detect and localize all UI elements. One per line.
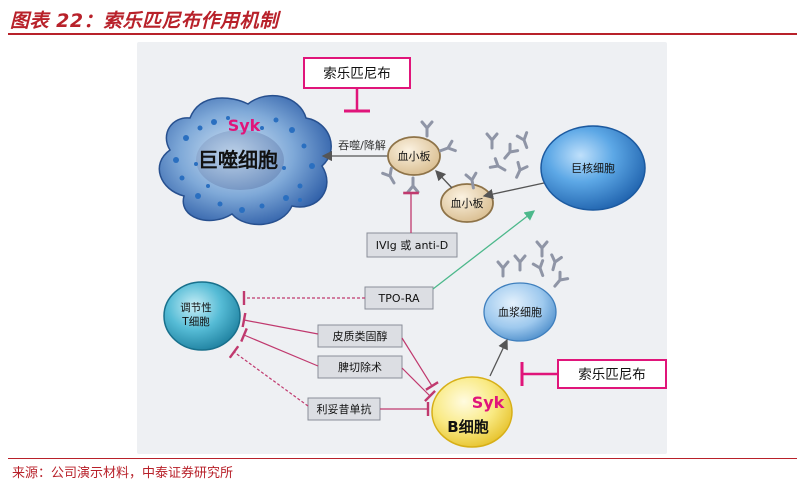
- splenectomy-label: 脾切除术: [338, 360, 382, 374]
- drug-box-top: 索乐匹尼布: [303, 57, 411, 89]
- tpo-ra-stimulate-arrow: [432, 210, 536, 290]
- drug-label-right: 索乐匹尼布: [578, 367, 646, 383]
- macrophage-cell: Syk 巨噬细胞: [158, 94, 332, 226]
- rituximab-box: 利妥昔单抗: [307, 397, 381, 421]
- treg-cell: 调节性 T细胞: [163, 281, 241, 351]
- page-header: 图表 22：索乐匹尼布作用机制: [0, 0, 803, 35]
- plasma-cell-label: 血浆细胞: [498, 305, 542, 319]
- ivig-label: IVIg 或 anti-D: [376, 239, 449, 252]
- footer-divider: [8, 458, 797, 459]
- mega-to-platelet2-arrow: [482, 182, 545, 200]
- macrophage-label: 巨噬细胞: [198, 148, 278, 172]
- bcell: Syk B细胞: [431, 376, 513, 448]
- megakaryocyte-cell: 巨核细胞: [540, 125, 646, 211]
- figure-title: 图表 22：索乐匹尼布作用机制: [10, 10, 279, 32]
- corticosteroid-label: 皮质类固醇: [333, 329, 388, 343]
- tpo-ra-box: TPO-RA: [364, 286, 434, 310]
- tpo-ra-label: TPO-RA: [377, 292, 419, 305]
- platelet-1: 血小板: [387, 136, 441, 176]
- rituximab-label: 利妥昔单抗: [317, 402, 372, 416]
- rituximab-to-treg-line: [228, 345, 309, 407]
- drug-box-right: 索乐匹尼布: [557, 359, 667, 389]
- platelet2-to-platelet1-arrow: [435, 170, 453, 189]
- antibody-icons: [381, 120, 570, 288]
- source-note: 来源：公司演示材料，中泰证券研究所: [12, 466, 234, 481]
- platelet-2-label: 血小板: [451, 196, 484, 210]
- plasma-cell: 血浆细胞: [483, 282, 557, 342]
- treg-label-line1: 调节性: [180, 301, 212, 314]
- phagocytosis-label: 吞噬/降解: [338, 138, 386, 152]
- cortico-to-bcell-line: [401, 337, 439, 391]
- platelet-2: 血小板: [440, 183, 494, 223]
- ivig-box: IVIg 或 anti-D: [366, 232, 458, 258]
- bcell-to-plasma-arrow: [489, 338, 508, 377]
- header-divider: [8, 33, 797, 35]
- bcell-syk-label: Syk: [472, 393, 505, 412]
- splenectomy-to-bcell-line: [401, 367, 436, 402]
- treg-label-line2: T细胞: [181, 315, 210, 328]
- splenectomy-to-treg-line: [240, 327, 319, 367]
- cortico-to-treg-line: [241, 312, 319, 335]
- splenectomy-box: 脾切除术: [317, 355, 403, 379]
- bcell-label: B细胞: [447, 418, 488, 436]
- drug-label-top: 索乐匹尼布: [323, 66, 391, 82]
- macrophage-syk-label: Syk: [228, 116, 261, 135]
- megakaryocyte-label: 巨核细胞: [571, 161, 615, 175]
- corticosteroid-box: 皮质类固醇: [317, 324, 403, 348]
- platelet-1-label: 血小板: [398, 149, 431, 163]
